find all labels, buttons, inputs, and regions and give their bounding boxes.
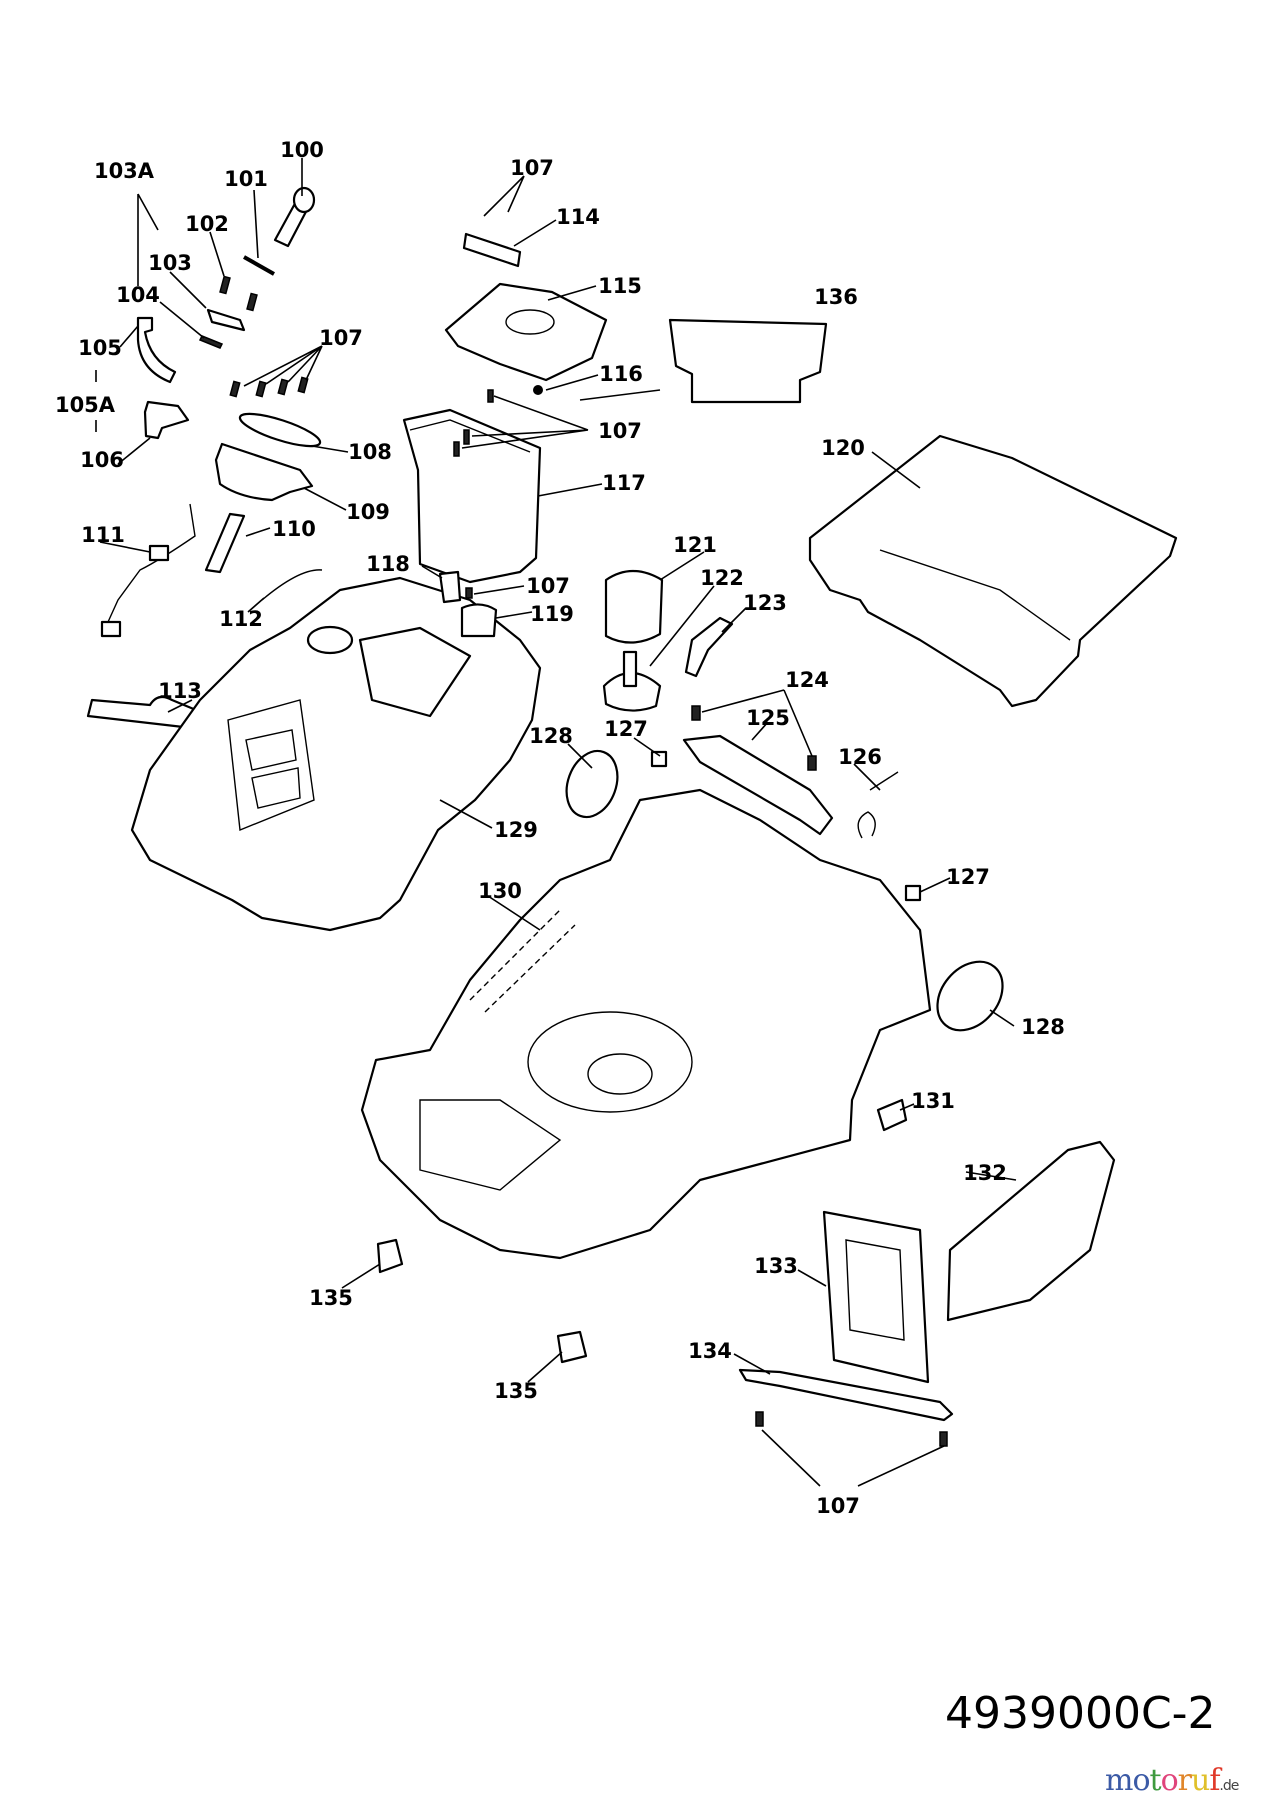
part-label-107: 107 <box>319 326 363 350</box>
part-label-133: 133 <box>754 1254 798 1278</box>
part-label-127: 127 <box>946 865 990 889</box>
watermark-letter: r <box>1177 1763 1192 1798</box>
part-label-118: 118 <box>366 552 410 576</box>
mower-deck-part <box>360 788 932 1260</box>
part-label-103: 103 <box>148 251 192 275</box>
part-label-110: 110 <box>272 517 316 541</box>
spring-part <box>857 771 899 839</box>
handle-cover-part <box>444 282 608 382</box>
part-label-132: 132 <box>963 1161 1007 1185</box>
leader-lines <box>95 158 1017 1487</box>
switch-part <box>143 400 190 440</box>
watermark-letter: o <box>1160 1763 1179 1798</box>
switch-cover-part <box>206 308 246 332</box>
bracket-part <box>462 232 522 268</box>
part-label-106: 106 <box>80 448 124 472</box>
switch-housing-part <box>214 442 314 502</box>
parts-drawings <box>86 186 1178 1447</box>
part-number-labels: 100 101 102 103A 103 104 105 105A 106 107 108 109 11… <box>55 138 1065 1518</box>
watermark-letter: o <box>1132 1763 1150 1798</box>
part-label-109: 109 <box>346 500 390 524</box>
part-label-107: 107 <box>510 156 554 180</box>
battery-box-part <box>402 408 542 584</box>
storage-box-part <box>668 318 828 404</box>
part-label-128: 128 <box>1021 1015 1065 1039</box>
part-label-107: 107 <box>598 419 642 443</box>
part-label-126: 126 <box>838 745 882 769</box>
watermark-suffix: .de <box>1219 1778 1239 1794</box>
cable-harness-part <box>136 316 177 384</box>
part-label-130: 130 <box>478 879 522 903</box>
part-label-105: 105 <box>78 336 122 360</box>
part-label-119: 119 <box>530 602 574 626</box>
part-label-105A: 105A <box>55 393 116 417</box>
key-part <box>273 186 316 248</box>
part-label-120: 120 <box>821 436 865 460</box>
part-label-122: 122 <box>700 566 744 590</box>
cover-plate-part <box>238 412 322 448</box>
power-cable-part <box>107 503 196 623</box>
watermark-letter: u <box>1190 1763 1210 1798</box>
fan-adapter-part <box>602 672 662 712</box>
lever-part <box>684 616 734 678</box>
part-label-102: 102 <box>185 212 229 236</box>
watermark-text: motoruf <box>1105 1763 1220 1798</box>
part-label-131: 131 <box>911 1089 955 1113</box>
strain-relief-part <box>261 569 323 601</box>
part-label-121: 121 <box>673 533 717 557</box>
cable-tube-part <box>204 512 246 574</box>
part-label-100: 100 <box>280 138 324 162</box>
plug-part <box>533 385 543 395</box>
grass-box-lid-part <box>808 434 1178 708</box>
part-label-104: 104 <box>116 283 160 307</box>
part-label-135: 135 <box>494 1379 538 1403</box>
discharge-plate-part <box>822 1210 930 1384</box>
side-flap-part <box>946 1140 1116 1322</box>
part-label-124: 124 <box>785 668 829 692</box>
part-label-115: 115 <box>598 274 642 298</box>
axle-spacer-part <box>876 1098 908 1132</box>
handle-bar-part <box>682 734 834 836</box>
height-knob-part <box>565 749 619 819</box>
seal-ring-part <box>243 255 275 276</box>
watermark-logo: motoruf.de <box>1105 1763 1239 1798</box>
part-label-134: 134 <box>688 1339 732 1363</box>
watermark-letter: f <box>1209 1763 1220 1798</box>
part-label-116: 116 <box>599 362 643 386</box>
drawing-number: 4939000C-2 <box>945 1688 1216 1739</box>
part-label-135: 135 <box>309 1286 353 1310</box>
part-label-108: 108 <box>348 440 392 464</box>
part-label-111: 111 <box>81 523 125 547</box>
part-label-112: 112 <box>219 607 263 631</box>
part-label-123: 123 <box>743 591 787 615</box>
watermark-letter: m <box>1105 1763 1133 1798</box>
connector-part <box>438 570 462 604</box>
stay-bar-part <box>738 1368 954 1422</box>
part-label-128: 128 <box>529 724 573 748</box>
watermark-letter: t <box>1149 1763 1162 1798</box>
nut-part <box>650 750 668 768</box>
part-label-136: 136 <box>814 285 858 309</box>
clip-part <box>376 1238 404 1274</box>
bushing-part <box>460 603 498 638</box>
motor-sleeve-part <box>604 569 664 644</box>
part-label-125: 125 <box>746 706 790 730</box>
part-label-129: 129 <box>494 818 538 842</box>
part-label-103A: 103A <box>94 159 155 183</box>
part-label-107: 107 <box>526 574 570 598</box>
part-label-107: 107 <box>816 1494 860 1518</box>
part-label-101: 101 <box>224 167 268 191</box>
part-label-127: 127 <box>604 717 648 741</box>
part-label-113: 113 <box>158 679 202 703</box>
part-label-114: 114 <box>556 205 600 229</box>
part-label-117: 117 <box>602 471 646 495</box>
